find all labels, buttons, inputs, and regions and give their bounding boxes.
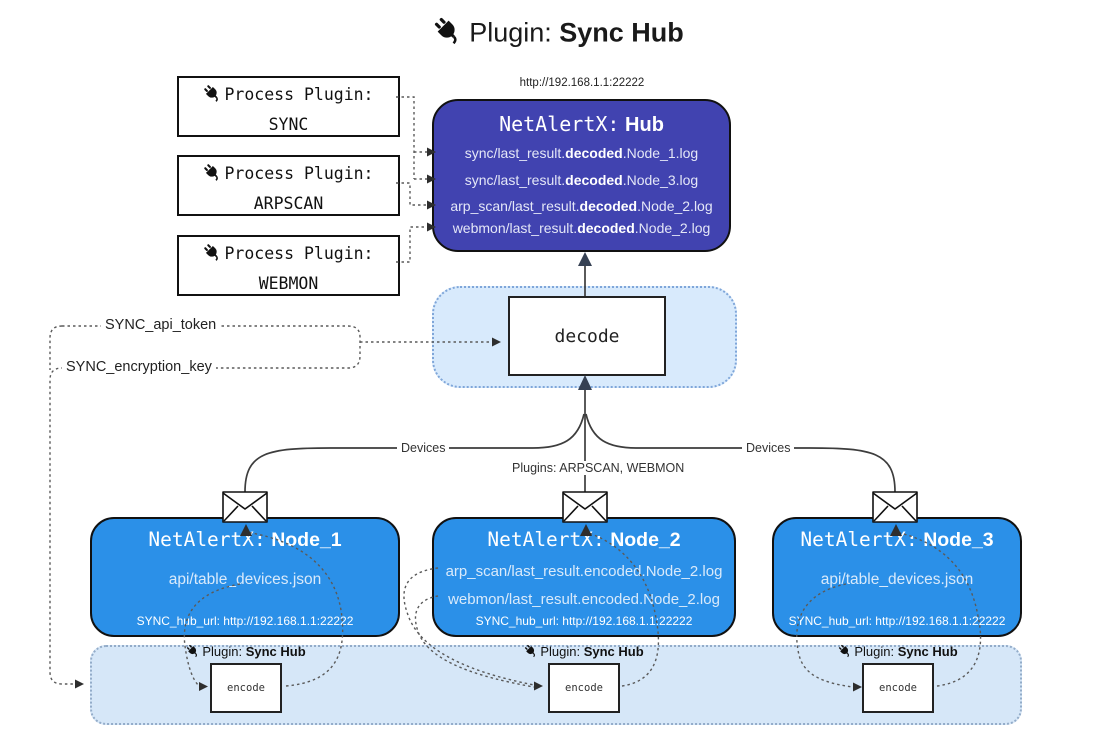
netalertx-node1-box: NetAlertX: Node_1 api/table_devices.json…	[90, 517, 400, 637]
page-title: Plugin: Sync Hub	[0, 16, 1117, 54]
hub-title-prefix: NetAlertX:	[499, 112, 620, 136]
plug-icon	[186, 644, 200, 661]
devices-edge-label-right: Devices	[742, 441, 795, 455]
plug-icon	[524, 644, 538, 661]
hub-log-line: webmon/last_result.decoded.Node_2.log	[452, 220, 711, 236]
process-plugin-label: Process Plugin:	[224, 164, 374, 183]
node-file-line: arp_scan/last_result.encoded.Node_2.log	[445, 563, 723, 580]
encode-box: encode	[548, 663, 620, 713]
netalertx-hub-box: NetAlertX: Hub sync/last_result.decoded.…	[432, 99, 731, 252]
node-file-line: api/table_devices.json	[168, 571, 322, 588]
plug-icon	[433, 16, 463, 54]
node-title: NetAlertX: Node_2	[487, 528, 681, 551]
node-file-line: api/table_devices.json	[820, 571, 974, 588]
process-plugin-name: SYNC	[268, 115, 309, 135]
hub-url-label: http://192.168.1.1:22222	[519, 77, 645, 89]
node-hub-url: SYNC_hub_url: http://192.168.1.1:22222	[136, 614, 354, 628]
encode-box: encode	[210, 663, 282, 713]
node-title: NetAlertX: Node_3	[800, 528, 994, 551]
hub-log-line: sync/last_result.decoded.Node_3.log	[464, 172, 699, 188]
plug-icon	[838, 644, 852, 661]
process-plugin-webmon: Process Plugin: WEBMON	[177, 235, 400, 296]
title-prefix: Plugin:	[469, 17, 552, 48]
hub-log-line: sync/last_result.decoded.Node_1.log	[464, 145, 699, 161]
node-file-line: webmon/last_result.encoded.Node_2.log	[448, 591, 720, 608]
process-plugin-sync: Process Plugin: SYNC	[177, 76, 400, 137]
node-hub-url: SYNC_hub_url: http://192.168.1.1:22222	[788, 614, 1006, 628]
node-hub-url: SYNC_hub_url: http://192.168.1.1:22222	[475, 614, 693, 628]
hub-title-name: Hub	[625, 114, 664, 136]
title-name: Sync Hub	[559, 17, 684, 48]
hub-log-line: arp_scan/last_result.decoded.Node_2.log	[450, 198, 713, 214]
band-plugin-label: Plugin: Sync Hub	[166, 644, 326, 661]
band-plugin-label: Plugin: Sync Hub	[818, 644, 978, 661]
process-plugin-name: WEBMON	[258, 274, 319, 294]
plug-icon	[203, 83, 222, 112]
band-plugin-label: Plugin: Sync Hub	[504, 644, 664, 661]
process-plugin-label: Process Plugin:	[224, 244, 374, 263]
plug-icon	[203, 242, 222, 271]
encode-box: encode	[862, 663, 934, 713]
node-title: NetAlertX: Node_1	[148, 528, 342, 551]
process-plugin-arpscan: Process Plugin: ARPSCAN	[177, 155, 400, 216]
sync-api-token-label: SYNC_api_token	[101, 317, 221, 333]
process-plugin-label: Process Plugin:	[224, 85, 374, 104]
netalertx-node3-box: NetAlertX: Node_3 api/table_devices.json…	[772, 517, 1022, 637]
process-plugin-name: ARPSCAN	[253, 194, 324, 214]
sync-encryption-key-label: SYNC_encryption_key	[62, 359, 216, 375]
devices-edge-label-left: Devices	[397, 441, 450, 455]
decode-box: decode	[508, 296, 666, 376]
plugins-edge-label: Plugins: ARPSCAN, WEBMON	[508, 461, 689, 475]
hub-title: NetAlertX: Hub	[434, 112, 729, 137]
netalertx-node2-box: NetAlertX: Node_2 arp_scan/last_result.e…	[432, 517, 736, 637]
plug-icon	[203, 162, 222, 191]
